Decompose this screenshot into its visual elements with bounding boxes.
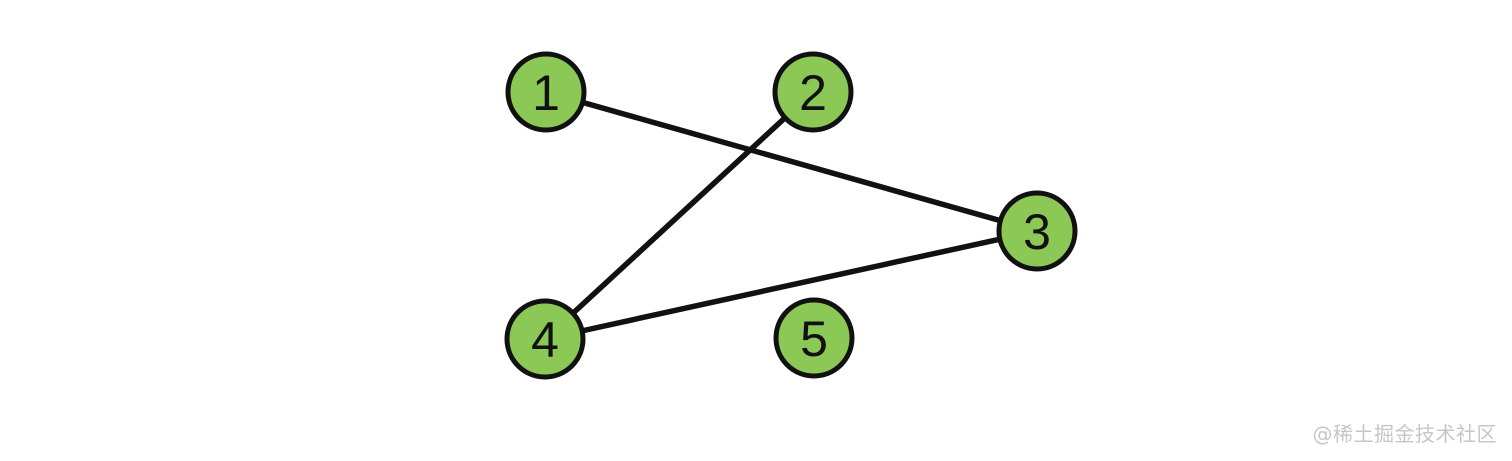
node-circle-1 [505,51,587,133]
node-label-1: 1 [532,65,560,121]
graph-edge-2-4 [542,89,816,342]
graph-edge-4-3 [542,228,1040,342]
node-circle-5 [773,297,855,379]
graph-node-2: 2 [772,51,854,133]
graph-node-1: 1 [505,51,587,133]
juejin-watermark: @稀土掘金技术社区 [1312,422,1497,446]
graph-node-5: 5 [773,297,855,379]
graph-node-3: 3 [996,190,1078,272]
node-circle-2 [772,51,854,133]
node-label-5: 5 [800,311,828,367]
node-label-3: 3 [1023,204,1051,260]
node-label-2: 2 [799,65,827,121]
node-circle-4 [504,298,586,380]
graph-edge-1-3 [543,89,1040,234]
graph-node-4: 4 [504,298,586,380]
node-circle-3 [996,190,1078,272]
node-label-4: 4 [531,312,559,368]
